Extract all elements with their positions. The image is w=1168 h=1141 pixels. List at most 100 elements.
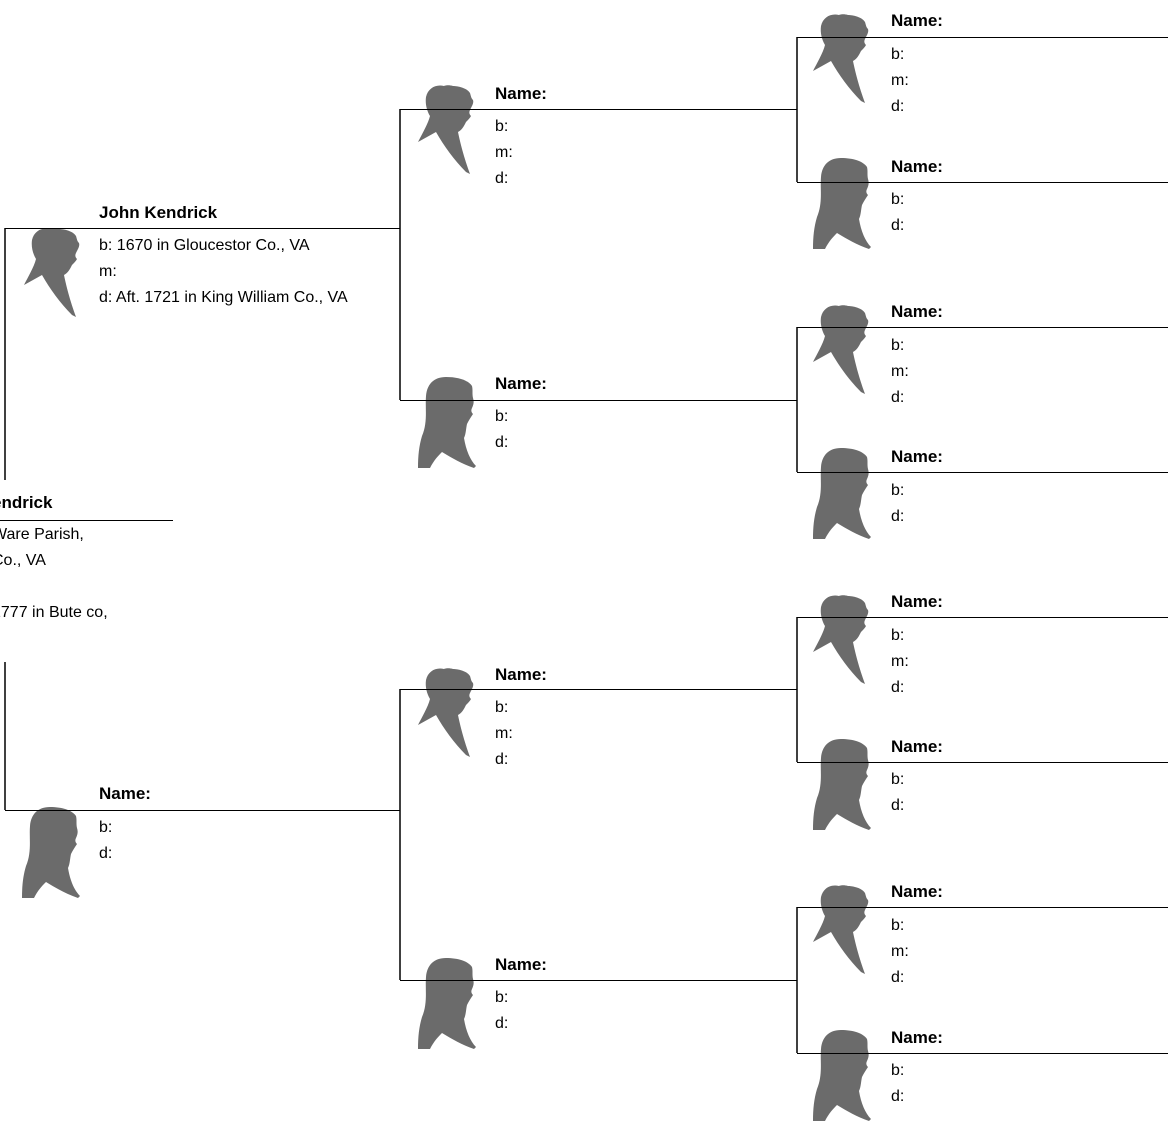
person-name: Name:: [891, 882, 943, 901]
person-name: endrick: [0, 493, 53, 512]
person-detail-line: m:: [99, 263, 117, 280]
person-detail-line: d:: [495, 751, 509, 768]
male-silhouette-icon: [813, 14, 869, 103]
person-details: b: d:: [891, 767, 1091, 819]
person-detail-line: Co., VA: [0, 552, 46, 569]
female-silhouette-icon: [813, 739, 871, 830]
male-silhouette-icon: [24, 228, 80, 317]
person-detail-line: b:: [891, 46, 905, 63]
person-detail-line: d:: [891, 98, 905, 115]
person-detail-line: m:: [891, 363, 909, 380]
person-name: Name:: [891, 737, 943, 756]
person-detail-line: b:: [495, 408, 509, 425]
person-details: b: m: d:: [891, 623, 1091, 701]
person-detail-line: m:: [891, 943, 909, 960]
person-name-underline: [5, 228, 400, 229]
person-name: Name:: [891, 302, 943, 321]
person-details: b: d:: [495, 404, 695, 456]
person-detail-line: [0, 576, 162, 597]
person-detail-line: b:: [99, 819, 113, 836]
person-name-underline: [797, 472, 1168, 473]
person-detail-line: b:: [891, 771, 905, 788]
male-silhouette-icon: [813, 595, 869, 684]
person-details: b: m: d:: [891, 42, 1091, 120]
male-silhouette-icon: [418, 85, 474, 174]
person-detail-line: d:: [495, 1015, 509, 1032]
person-detail-line: d:: [891, 508, 905, 525]
person-details: b: d:: [891, 1058, 1091, 1110]
person-details: b: m: d:: [891, 333, 1091, 411]
person-name: Name:: [891, 157, 943, 176]
person-detail-line: b:: [891, 337, 905, 354]
male-silhouette-icon: [813, 885, 869, 974]
person-name: Name:: [891, 1028, 943, 1047]
person-detail-line: d:: [891, 969, 905, 986]
person-name-underline: [400, 400, 797, 401]
female-silhouette-icon: [22, 807, 80, 898]
person-name: Name:: [495, 374, 547, 393]
person-name-underline: [797, 907, 1168, 908]
female-silhouette-icon: [418, 377, 476, 468]
person-name: Name:: [891, 592, 943, 611]
person-details: b: m: d:: [891, 913, 1091, 991]
person-details: b: d:: [891, 187, 1091, 239]
person-detail-line: d:: [891, 679, 905, 696]
person-detail-line: b:: [891, 627, 905, 644]
person-detail-line: d:: [495, 434, 509, 451]
person-name-underline: [0, 520, 173, 521]
person-detail-line: d:: [495, 170, 509, 187]
person-details: b: d:: [495, 985, 695, 1037]
person-detail-line: b: 1670 in Gloucestor Co., VA: [99, 237, 310, 254]
person-name: Name:: [495, 955, 547, 974]
person-name-underline: [797, 327, 1168, 328]
person-name: Name:: [891, 447, 943, 466]
person-detail-line: b:: [495, 118, 509, 135]
person-detail-line: m:: [891, 653, 909, 670]
person-name: Name:: [495, 84, 547, 103]
person-detail-line: b:: [891, 917, 905, 934]
male-silhouette-icon: [418, 668, 474, 757]
female-silhouette-icon: [813, 448, 871, 539]
person-detail-line: m:: [891, 72, 909, 89]
person-name-underline: [5, 810, 400, 811]
person-name-underline: [797, 1053, 1168, 1054]
person-detail-line: d: Aft. 1721 in King William Co., VA: [99, 289, 348, 306]
female-silhouette-icon: [418, 958, 476, 1049]
person-name: Name:: [891, 11, 943, 30]
male-silhouette-icon: [813, 305, 869, 394]
person-details: b: 1670 in Gloucestor Co., VA m: d: Aft. 1…: [99, 235, 369, 308]
person-detail-line: d:: [891, 389, 905, 406]
person-detail-line: d:: [891, 1088, 905, 1105]
person-details: b: m: d:: [495, 695, 695, 773]
female-silhouette-icon: [813, 1030, 871, 1121]
person-name-underline: [797, 182, 1168, 183]
person-name-underline: [400, 109, 797, 110]
person-detail-line: b:: [891, 1062, 905, 1079]
person-detail-line: 1777 in Bute co,: [0, 604, 108, 621]
person-detail-line: b:: [891, 191, 905, 208]
person-detail-line: m:: [495, 725, 513, 742]
person-detail-line: d:: [891, 217, 905, 234]
person-details: b: d:: [891, 478, 1091, 530]
person-details: b: m: d:: [495, 114, 695, 192]
person-detail-line: b:: [495, 699, 509, 716]
person-name-underline: [797, 37, 1168, 38]
female-silhouette-icon: [813, 158, 871, 249]
person-detail-line: m:: [495, 144, 513, 161]
person-name: John Kendrick: [99, 203, 218, 222]
person-detail-line: b:: [891, 482, 905, 499]
person-name-underline: [797, 617, 1168, 618]
person-detail-line: b:: [495, 989, 509, 1006]
person-name: Name:: [99, 784, 151, 803]
person-details: Ware Parish, Co., VA 1777 in Bute co,: [0, 524, 162, 623]
person-name: Name:: [495, 665, 547, 684]
person-details: b: d:: [99, 815, 299, 867]
person-name-underline: [797, 762, 1168, 763]
person-detail-line: d:: [99, 845, 113, 862]
person-detail-line: Ware Parish,: [0, 526, 84, 543]
person-detail-line: d:: [891, 797, 905, 814]
person-name-underline: [400, 689, 797, 690]
person-name-underline: [400, 980, 797, 981]
